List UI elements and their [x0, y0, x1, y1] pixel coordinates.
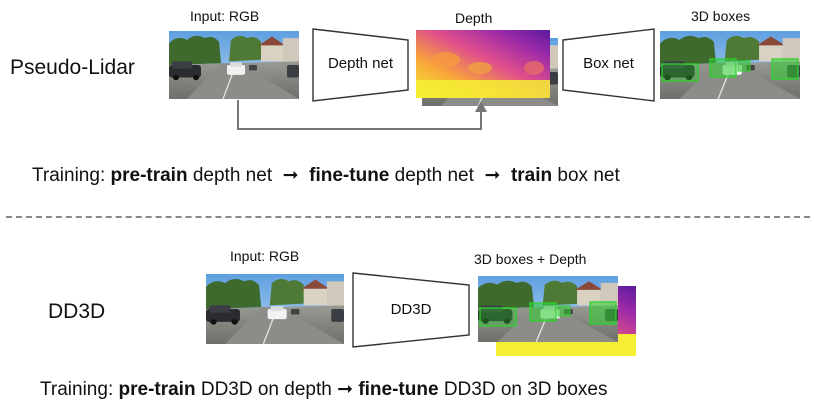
method-label-dd3d: DD3D — [48, 300, 106, 323]
dd3d-output-label: 3D boxes + Depth — [474, 251, 587, 267]
depth-map-stack — [416, 30, 558, 106]
input-rgb-image — [169, 31, 299, 99]
dd3d-input-rgb-image — [206, 274, 344, 344]
input-to-depth-arrow — [230, 98, 490, 134]
depth-net-block — [312, 28, 409, 102]
output-3d-boxes-image — [660, 31, 800, 99]
dd3d-net-block — [352, 272, 470, 348]
output-3d-boxes-label: 3D boxes — [691, 8, 751, 24]
input-rgb-label: Input: RGB — [190, 8, 260, 24]
pseudo-lidar-training-text: Training: pre-train depth net ➞ fine-tun… — [32, 165, 620, 186]
depth-net-label: Depth net — [327, 55, 394, 72]
box-net-label: Box net — [583, 55, 634, 72]
depth-label: Depth — [455, 10, 493, 26]
dd3d-net-label: DD3D — [390, 301, 432, 318]
dd3d-output-stack — [478, 276, 636, 356]
dd3d-training-text: Training: pre-train DD3D on depth ➞ fine… — [40, 379, 608, 400]
method-label-pseudo-lidar: Pseudo-Lidar — [10, 56, 135, 79]
dd3d-input-rgb-label: Input: RGB — [230, 248, 300, 264]
box-net-block — [562, 28, 655, 102]
section-divider — [6, 216, 810, 218]
